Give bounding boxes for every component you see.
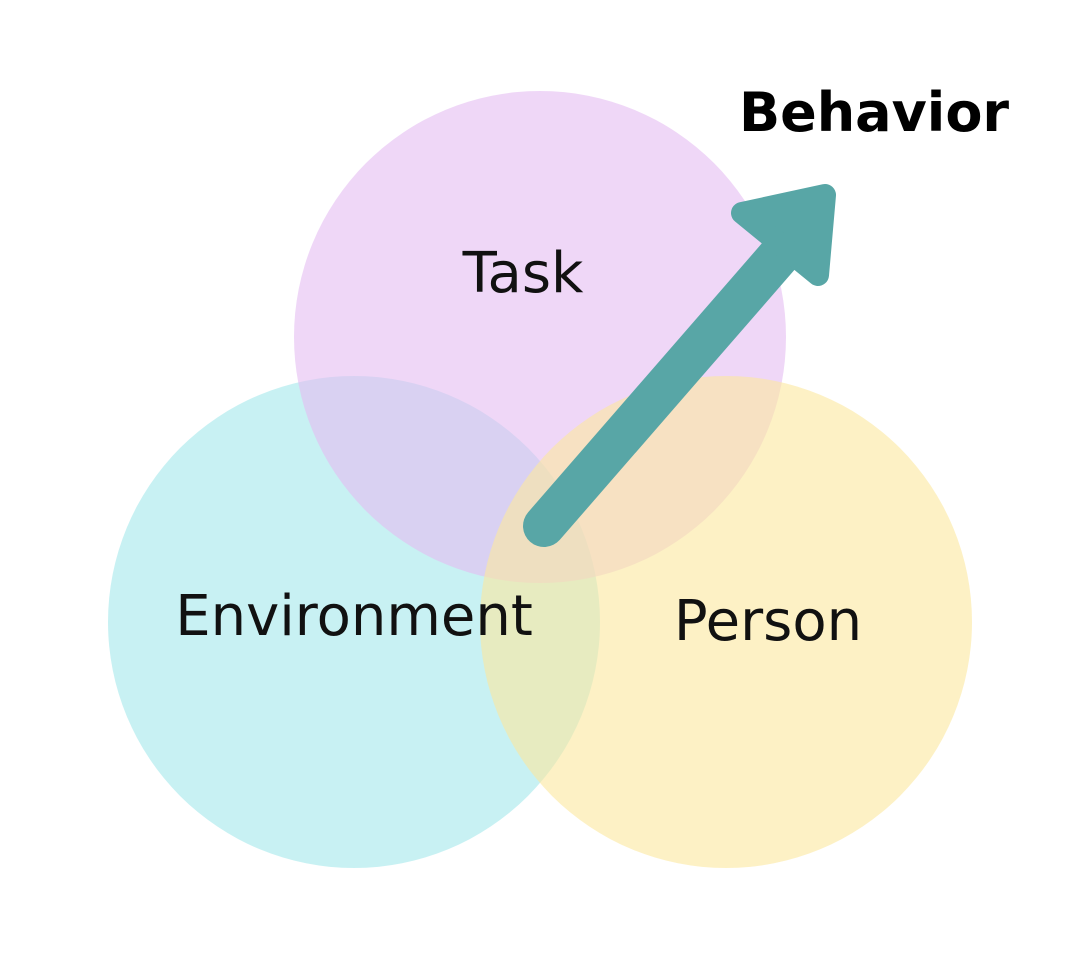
- behavior-label: Behavior: [739, 81, 1009, 144]
- arrow-up-right-icon: [523, 184, 836, 547]
- behavior-arrow-head: [731, 184, 836, 286]
- person-circle: [480, 376, 972, 868]
- person-label: Person: [674, 589, 862, 654]
- environment-label: Environment: [175, 584, 533, 649]
- task-label: Task: [462, 241, 584, 306]
- behavior-arrow-shaft: [523, 222, 811, 547]
